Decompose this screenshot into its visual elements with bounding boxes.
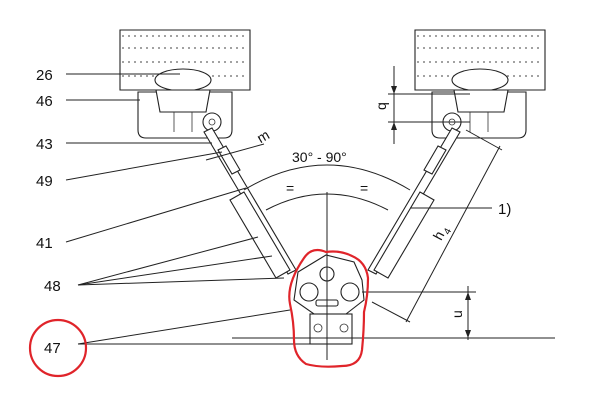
angle-label: 30° - 90°	[292, 149, 347, 165]
label-46: 46	[36, 93, 53, 110]
leader-48a	[77, 236, 259, 286]
label-41: 41	[36, 235, 53, 252]
label-26: 26	[36, 67, 53, 84]
m-label: m	[254, 126, 272, 146]
center-connector	[293, 254, 365, 345]
angle-arc-inner	[265, 193, 389, 211]
h4-label-group: h 4	[430, 226, 455, 243]
q-dimension	[388, 66, 470, 144]
h4-subscript: 4	[442, 226, 455, 236]
right-rod	[367, 127, 461, 279]
label-48: 48	[44, 278, 61, 295]
leader-49	[65, 151, 223, 181]
leader-47a	[77, 309, 291, 345]
highlight-connector	[288, 248, 370, 368]
leader-41	[65, 187, 247, 243]
angle-arc-outer	[243, 164, 411, 191]
u-label: u	[449, 310, 465, 318]
equal-left-label: =	[286, 180, 294, 196]
m-dimension-line	[205, 143, 265, 161]
u-dimension	[232, 286, 555, 340]
leader-48b	[77, 255, 273, 286]
q-label: q	[373, 102, 389, 110]
left-ceiling-block	[119, 29, 251, 91]
label-note1: 1)	[498, 201, 511, 218]
leader-48c	[77, 277, 285, 286]
label-47: 47	[44, 340, 61, 357]
right-ceiling-block	[414, 29, 546, 91]
equal-right-label: =	[360, 180, 368, 196]
h4-dimension	[371, 129, 503, 323]
label-49: 49	[36, 173, 53, 190]
highlight-47	[28, 318, 88, 378]
label-43: 43	[36, 136, 53, 153]
left-rod	[203, 127, 297, 279]
